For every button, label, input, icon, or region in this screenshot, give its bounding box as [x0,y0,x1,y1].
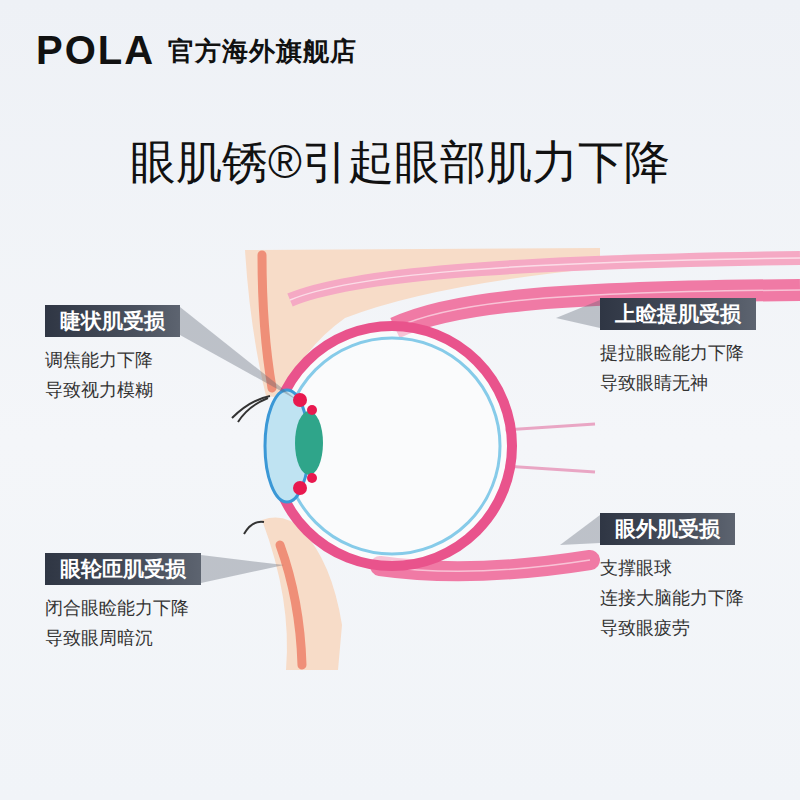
ciliary-muscle [293,393,307,407]
lens [295,411,323,475]
sclera [272,326,512,566]
ciliary-muscle [307,405,317,415]
diagram-title: 眼肌锈®引起眼部肌力下降 [0,134,800,190]
callout-text: 提拉眼睑能力下降 导致眼睛无神 [600,338,785,398]
callout: 睫状肌受损调焦能力下降 导致视力模糊 [45,305,230,405]
callout: 眼外肌受损支撑眼球 连接大脑能力下降 导致眼疲劳 [600,513,785,643]
callout-heading: 眼外肌受损 [600,513,735,545]
eyelash [244,522,264,534]
callout-text: 支撑眼球 连接大脑能力下降 导致眼疲劳 [600,553,785,643]
callout: 眼轮匝肌受损闭合眼睑能力下降 导致眼周暗沉 [45,553,230,653]
brand-logo: POLA [36,28,155,72]
callout-heading: 眼轮匝肌受损 [45,553,201,585]
pointer-wedge [180,307,297,400]
pointer-wedge [560,515,600,545]
store-name: 官方海外旗舰店 [168,37,357,66]
callout-text: 闭合眼睑能力下降 导致眼周暗沉 [45,593,230,653]
ciliary-muscle [307,473,317,483]
optic-nerve [505,424,595,430]
callout-text: 调焦能力下降 导致视力模糊 [45,345,230,405]
callout-heading: 睫状肌受损 [45,305,180,337]
optic-nerve [505,466,595,472]
eyelash [238,398,268,422]
pointer-wedge [201,555,284,583]
ciliary-muscle [293,481,307,495]
callout: 上睑提肌受损提拉眼睑能力下降 导致眼睛无神 [600,298,785,398]
orbicularis-upper [262,255,272,388]
pointer-wedge [556,300,600,328]
retina [284,338,500,554]
orbicularis-lower [280,545,302,665]
callout-heading: 上睑提肌受损 [600,298,756,330]
